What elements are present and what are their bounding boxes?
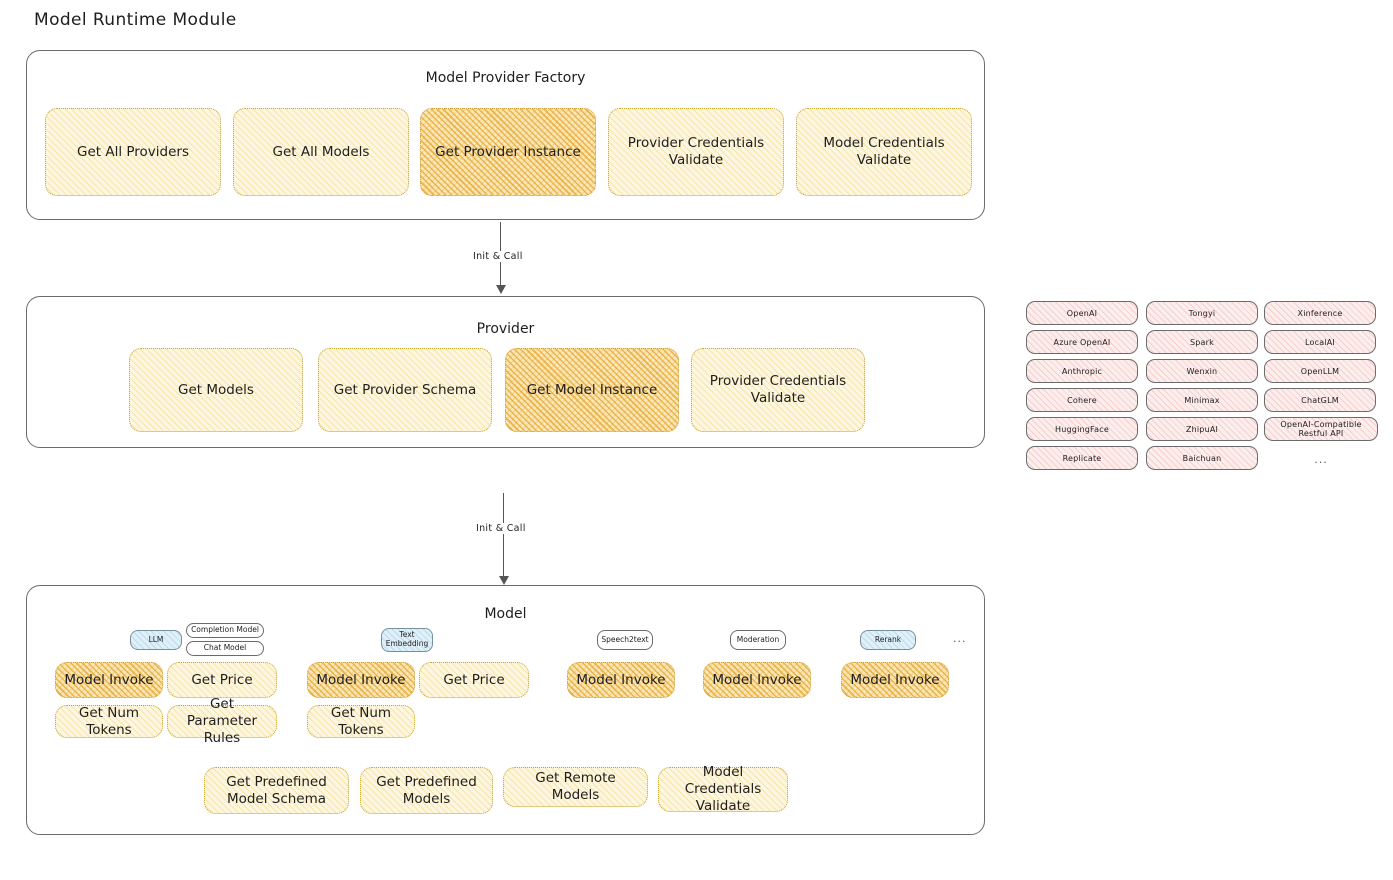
provider-chip-wenxin[interactable]: Wenxin [1146, 359, 1258, 383]
provider-chip-minimax[interactable]: Minimax [1146, 388, 1258, 412]
provider-chip-ellipsis: ... [1314, 453, 1328, 466]
provider-chip-replicate[interactable]: Replicate [1026, 446, 1138, 470]
model-op-llm-model-invoke[interactable]: Model Invoke [55, 662, 163, 698]
model-card: Model LLM Completion Model Chat Model Mo… [26, 585, 996, 848]
factory-node-model-credentials-validate[interactable]: Model Credentials Validate [796, 108, 972, 196]
model-provider-factory-title: Model Provider Factory [425, 70, 586, 86]
arrow-head-icon [495, 285, 506, 294]
model-op-text-embedding-get-num-tokens[interactable]: Get Num Tokens [307, 705, 415, 738]
model-common-op-model-credentials-validate[interactable]: Model Credentials Validate [658, 764, 788, 814]
arrow-label-init-and-call-2: Init & Call [473, 523, 529, 534]
provider-chip-openai-compatible-restful-api[interactable]: OpenAI-Compatible Restful API [1264, 417, 1378, 441]
model-op-text-embedding-model-invoke[interactable]: Model Invoke [307, 662, 415, 698]
provider-node-provider-credentials-validate[interactable]: Provider Credentials Validate [691, 348, 865, 432]
provider-chip-cohere[interactable]: Cohere [1026, 388, 1138, 412]
model-type-sub-pill-completion-model[interactable]: Completion Model [186, 623, 264, 638]
model-common-op-get-remote-models[interactable]: Get Remote Models [503, 767, 648, 807]
model-type-pill-moderation[interactable]: Moderation [730, 630, 786, 650]
model-provider-factory-card: Model Provider Factory Get All Providers… [26, 50, 985, 220]
arrow-shaft [503, 493, 505, 576]
provider-chip-spark[interactable]: Spark [1146, 330, 1258, 354]
provider-card: Provider Get Models Get Provider Schema … [26, 296, 996, 461]
provider-chip-openllm[interactable]: OpenLLM [1264, 359, 1376, 383]
provider-chip-xinference[interactable]: Xinference [1264, 301, 1376, 325]
model-common-op-get-predefined-models[interactable]: Get Predefined Models [360, 767, 493, 814]
provider-node-get-provider-schema[interactable]: Get Provider Schema [318, 348, 492, 432]
provider-chip-tongyi[interactable]: Tongyi [1146, 301, 1258, 325]
model-op-moderation-model-invoke[interactable]: Model Invoke [703, 662, 811, 698]
model-op-llm-get-num-tokens[interactable]: Get Num Tokens [55, 705, 163, 738]
model-op-llm-get-price[interactable]: Get Price [167, 662, 277, 698]
provider-title: Provider [476, 321, 535, 337]
factory-node-get-all-providers[interactable]: Get All Providers [45, 108, 221, 196]
provider-chip-azure-openai[interactable]: Azure OpenAI [1026, 330, 1138, 354]
provider-chip-baichuan[interactable]: Baichuan [1146, 446, 1258, 470]
model-title: Model [484, 606, 527, 622]
factory-node-provider-credentials-validate[interactable]: Provider Credentials Validate [608, 108, 784, 196]
provider-node-get-model-instance[interactable]: Get Model Instance [505, 348, 679, 432]
model-op-speech2text-model-invoke[interactable]: Model Invoke [567, 662, 675, 698]
model-op-rerank-model-invoke[interactable]: Model Invoke [841, 662, 949, 698]
model-type-pill-rerank[interactable]: Rerank [860, 630, 916, 650]
model-type-pill-speech2text[interactable]: Speech2text [597, 630, 653, 650]
provider-chip-openai[interactable]: OpenAI [1026, 301, 1138, 325]
model-type-pill-llm[interactable]: LLM [130, 630, 182, 650]
page-title: Model Runtime Module [34, 10, 237, 30]
factory-node-get-provider-instance[interactable]: Get Provider Instance [420, 108, 596, 196]
provider-chip-localai[interactable]: LocalAI [1264, 330, 1376, 354]
provider-chip-chatglm[interactable]: ChatGLM [1264, 388, 1376, 412]
provider-chip-huggingface[interactable]: HuggingFace [1026, 417, 1138, 441]
model-common-op-get-predefined-model-schema[interactable]: Get Predefined Model Schema [204, 767, 349, 814]
provider-node-get-models[interactable]: Get Models [129, 348, 303, 432]
model-op-text-embedding-get-price[interactable]: Get Price [419, 662, 529, 698]
model-type-pill-text-embedding[interactable]: Text Embedding [381, 628, 433, 652]
model-types-ellipsis: ... [953, 632, 967, 645]
factory-node-get-all-models[interactable]: Get All Models [233, 108, 409, 196]
model-type-sub-pill-chat-model[interactable]: Chat Model [186, 641, 264, 656]
provider-chip-zhipuai[interactable]: ZhipuAI [1146, 417, 1258, 441]
arrow-head-icon [498, 576, 509, 585]
arrow-label-init-and-call-1: Init & Call [470, 251, 526, 262]
provider-chip-anthropic[interactable]: Anthropic [1026, 359, 1138, 383]
model-op-llm-get-parameter-rules[interactable]: Get Parameter Rules [167, 696, 277, 746]
